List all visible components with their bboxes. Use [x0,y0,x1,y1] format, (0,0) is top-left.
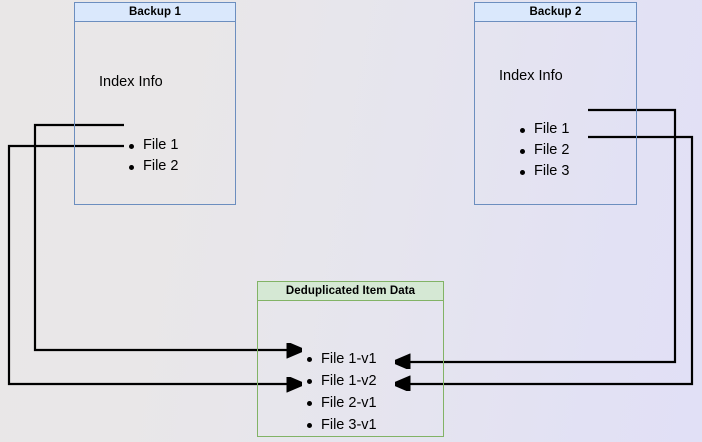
list-item: File 1 [126,135,178,156]
node-backup-2-file-list: File 1 File 2 File 3 [517,119,569,182]
node-deduplicated-item-data[interactable]: Deduplicated Item Data File 1-v1 File 1-… [257,281,444,437]
list-item: File 1 [517,119,569,140]
node-backup-1-body: Index Info File 1 File 2 [74,22,236,205]
node-backup-1-subtitle: Index Info [99,74,163,90]
node-backup-2[interactable]: Backup 2 Index Info File 1 File 2 File 3 [474,2,637,205]
list-item: File 1-v1 [304,348,377,370]
node-dedup-header: Deduplicated Item Data [257,281,444,301]
node-backup-1-file-list: File 1 File 2 [126,135,178,177]
node-backup-2-subtitle: Index Info [499,68,563,84]
list-item: File 2 [126,156,178,177]
node-backup-1[interactable]: Backup 1 Index Info File 1 File 2 [74,2,236,205]
node-backup-1-header: Backup 1 [74,2,236,22]
list-item: File 3-v1 [304,414,377,436]
node-backup-2-header: Backup 2 [474,2,637,22]
list-item: File 3 [517,161,569,182]
node-dedup-file-list: File 1-v1 File 1-v2 File 2-v1 File 3-v1 [304,348,377,436]
node-backup-2-body: Index Info File 1 File 2 File 3 [474,22,637,205]
list-item: File 1-v2 [304,370,377,392]
node-dedup-body: File 1-v1 File 1-v2 File 2-v1 File 3-v1 [257,301,444,437]
list-item: File 2 [517,140,569,161]
list-item: File 2-v1 [304,392,377,414]
